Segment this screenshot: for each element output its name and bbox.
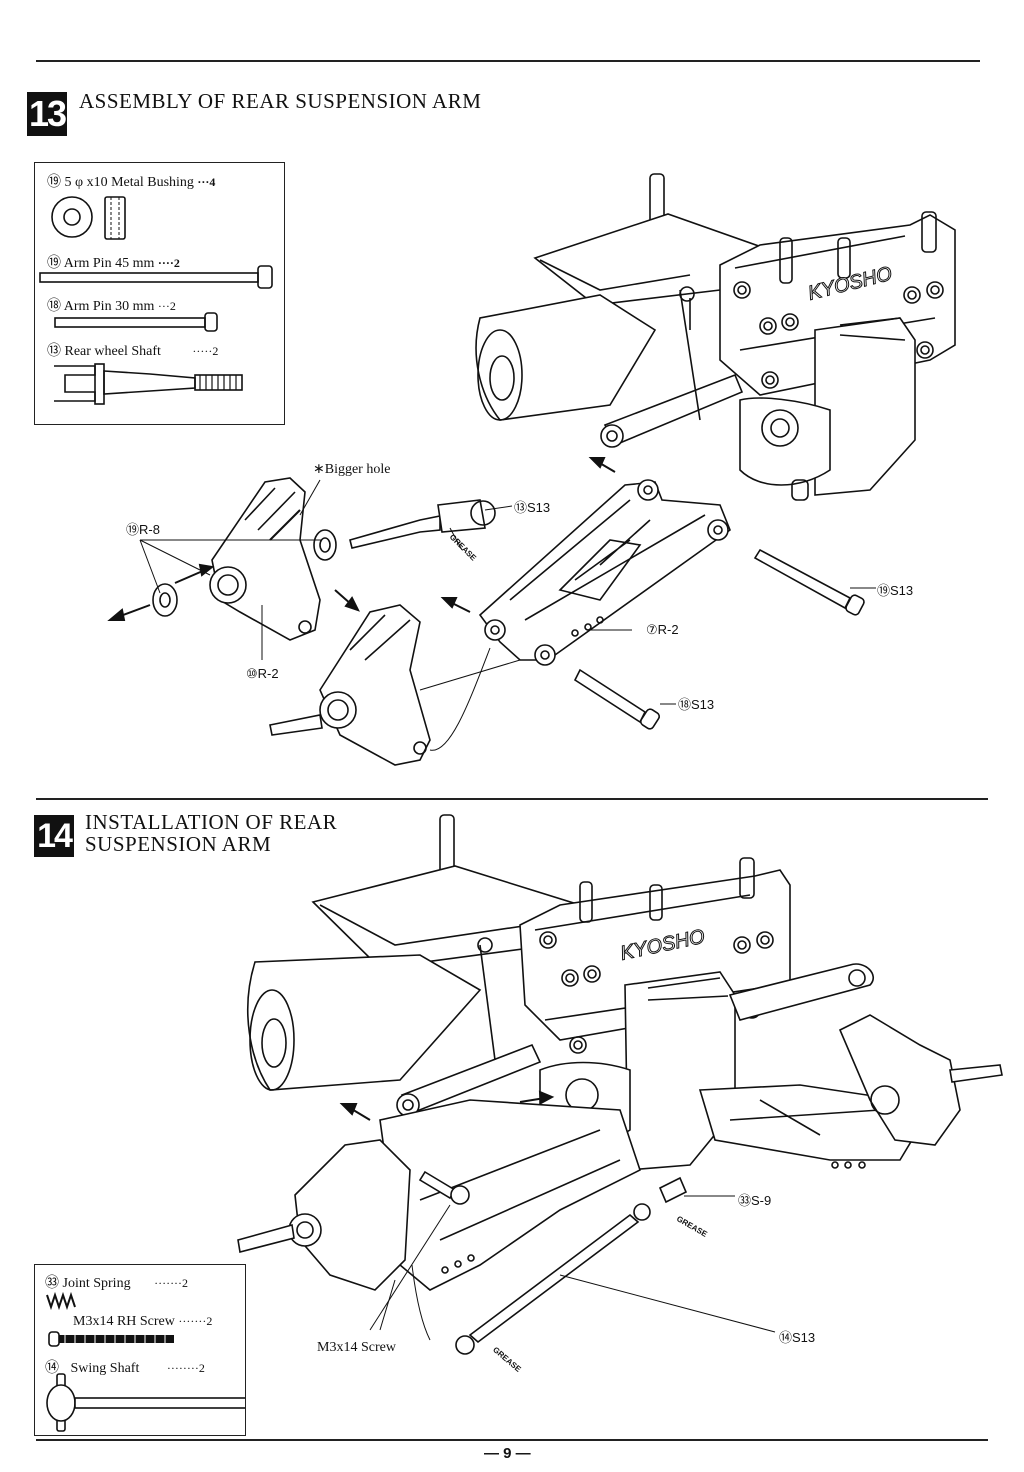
part-qty: ····2: [157, 256, 180, 270]
suspension-arm-14-right: [698, 1014, 1003, 1169]
callout-swing-shaft-s13: ⑭S13: [779, 1330, 816, 1345]
rear-chassis-illustration-13: KYOSHO: [475, 173, 956, 501]
callout-bushing-r8: ⑲R-8: [126, 522, 160, 537]
step13-title: ASSEMBLY OF REAR SUSPENSION ARM: [79, 89, 482, 113]
callout-hub-r2: ⑩R-2: [246, 666, 279, 681]
callout-bigger-hole: ∗Bigger hole: [313, 462, 391, 477]
top-rule: [36, 60, 980, 62]
callout-m3x14-screw: M3x14 Screw: [317, 1340, 396, 1355]
mid-rule: [36, 798, 988, 800]
suspension-arm-14-left: [237, 1099, 641, 1291]
suspension-arm-13: [478, 479, 731, 666]
part-name: Rear wheel Shaft: [64, 344, 161, 359]
callout-arm-r2: ⑦R-2: [646, 622, 679, 637]
part-qty: ·······2: [154, 1276, 189, 1290]
hub-carrier-13-lower: [269, 604, 431, 766]
step14-title-line1: INSTALLATION OF REAR: [85, 810, 338, 834]
part-qty: ·····2: [192, 344, 219, 358]
arm-pins-13: [573, 548, 865, 730]
parts-14-item-2: M3x14 RH Screw ·······2: [73, 1314, 212, 1330]
part-name: Arm Pin 30 mm: [63, 299, 155, 314]
parts-13-item-1: ⑲ 5 φ x10 Metal Bushing ···4: [47, 171, 215, 191]
part-id: ⑬: [47, 344, 61, 359]
hub-carrier-13-upper: [209, 477, 321, 641]
part-id: ⑲: [47, 175, 61, 190]
arm-pin-45-icon: [39, 265, 273, 289]
part-name: Arm Pin 45 mm: [63, 256, 155, 271]
bottom-rule: [36, 1439, 988, 1441]
part-qty: ···2: [157, 299, 176, 313]
swing-shaft-14: [455, 1176, 688, 1355]
callout-spring-s9: ㉝S-9: [738, 1193, 772, 1208]
part-qty: ···4: [197, 175, 216, 189]
part-id: ⑱: [47, 299, 61, 314]
parts-14-item-1: ㉝ Joint Spring ·······2: [45, 1272, 188, 1292]
parts-14-icons: [46, 1291, 245, 1432]
joint-spring-icon: [46, 1291, 76, 1311]
leader-lines-14: [369, 1195, 776, 1341]
step14-parts-box: ㉝ Joint Spring ·······2 M3x14 RH Screw ·…: [34, 1264, 246, 1436]
rear-chassis-illustration-14: KYOSHO: [246, 814, 874, 1171]
rh-screw-icon: [48, 1331, 174, 1347]
bushings-13: [152, 529, 337, 617]
parts-13-item-2: ⑲ Arm Pin 45 mm ····2: [47, 252, 180, 272]
part-id: ⑲: [47, 256, 61, 271]
callout-pin45-s13: ⑲S13: [877, 583, 914, 598]
part-name: Joint Spring: [62, 1276, 131, 1291]
part-name: Swing Shaft: [70, 1361, 140, 1376]
callout-shaft-s13: ⑬S13: [514, 500, 551, 515]
swing-shaft-icon: [46, 1373, 245, 1432]
part-name: M3x14 RH Screw: [73, 1314, 175, 1329]
arrows-14: [339, 1090, 555, 1121]
screw-14: [418, 1170, 470, 1205]
part-qty: ········2: [166, 1361, 205, 1375]
arrows-13: [107, 457, 616, 621]
part-id: ⑭: [45, 1361, 59, 1376]
step13-number-badge: 13: [27, 92, 67, 136]
parts-13-item-3: ⑱ Arm Pin 30 mm ···2: [47, 295, 176, 315]
parts-13-item-4: ⑬ Rear wheel Shaft ·····2: [47, 340, 218, 360]
callout-pin30-s13: ⑱S13: [678, 697, 715, 712]
page-number: — 9 —: [484, 1445, 531, 1462]
part-id: ㉝: [45, 1276, 59, 1291]
rear-wheel-shaft-icon: [54, 363, 243, 405]
rear-wheel-shaft-13: [349, 499, 496, 549]
step14-title-line2: SUSPENSION ARM: [85, 832, 272, 856]
metal-bushing-icon: [51, 196, 126, 240]
parts-14-item-3: ⑭ Swing Shaft ········2: [45, 1357, 205, 1377]
part-name: 5 φ x10 Metal Bushing: [64, 175, 194, 190]
step13-parts-box: ⑲ 5 φ x10 Metal Bushing ···4 ⑲ Arm Pin 4…: [34, 162, 285, 425]
part-qty: ·······2: [178, 1314, 213, 1328]
leader-lines-13: [139, 479, 876, 751]
step14-number-badge: 14: [34, 815, 74, 857]
arm-pin-30-icon: [54, 312, 218, 332]
